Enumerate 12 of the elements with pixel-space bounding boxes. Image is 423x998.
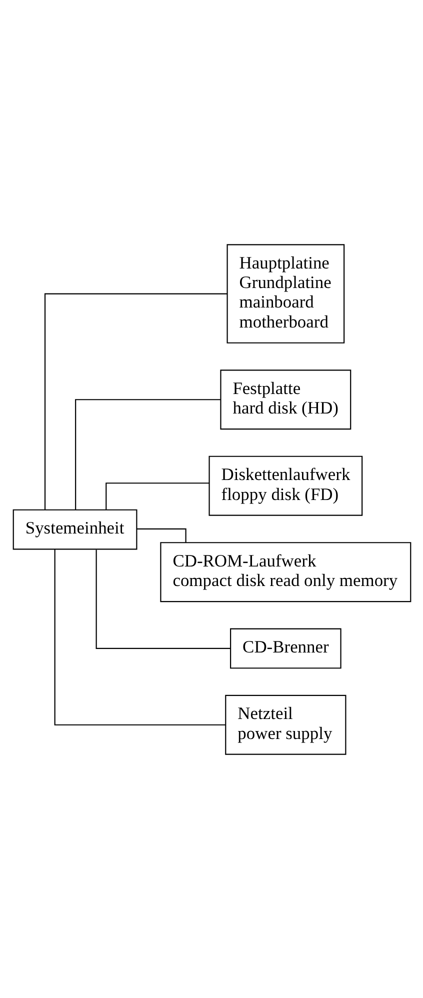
connector — [44, 292, 227, 510]
node-box: Hauptplatine Grundplatine mainboard motherboard — [226, 244, 344, 343]
node-box: CD-ROM-Laufwerk compact disk read only memory — [160, 542, 411, 602]
connector — [95, 549, 230, 649]
node-box: Netzteil power supply — [224, 694, 346, 754]
connector — [105, 482, 208, 510]
connector — [74, 398, 220, 510]
node-box: Festplatte hard disk (HD) — [220, 369, 351, 430]
node-box: CD-Brenner — [230, 628, 341, 668]
connector — [54, 548, 226, 725]
node-box: Systemeinheit — [12, 508, 137, 550]
node-box: Diskettenlaufwerk floppy disk (FD) — [208, 455, 362, 516]
